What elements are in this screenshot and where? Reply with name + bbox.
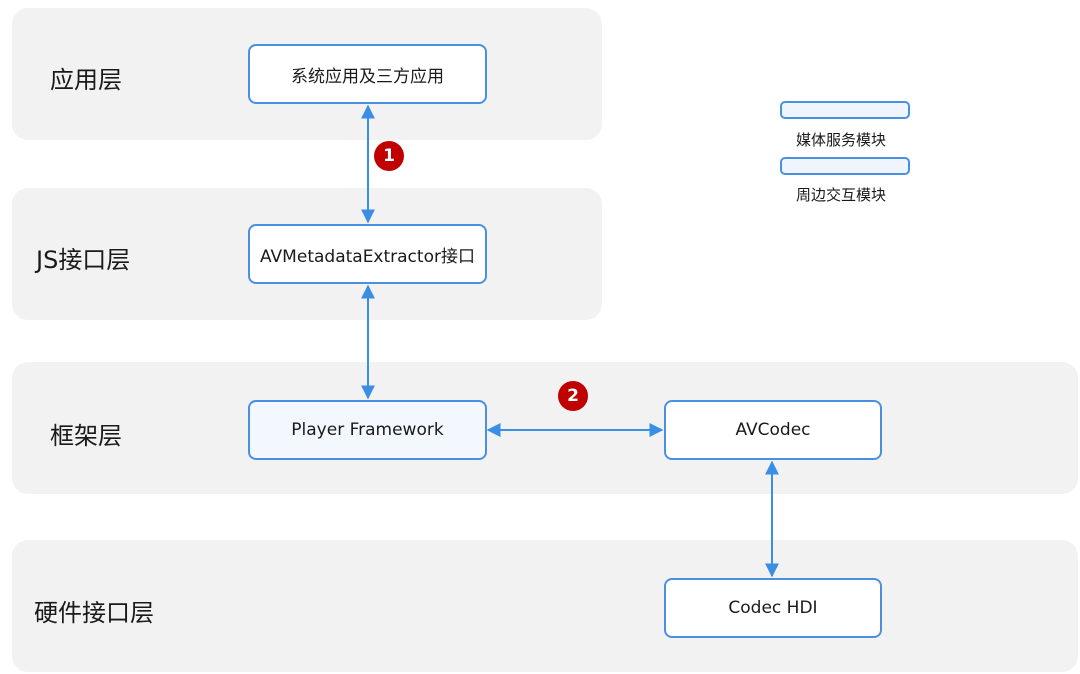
hardware-interface-layer-label: 硬件接口层 <box>34 599 154 627</box>
framework-layer-label: 框架层 <box>50 422 122 450</box>
avcodec-box: AVCodec <box>664 400 882 460</box>
legend-peripheral-swatch <box>780 157 910 175</box>
js-interface-layer-label: JS接口层 <box>36 246 131 274</box>
step-badge-1: 1 <box>374 141 404 171</box>
metadata-extractor-box: AVMetadataExtractor接口 <box>248 224 487 284</box>
legend-media-service-label: 媒体服务模块 <box>796 131 887 149</box>
player-framework-box: Player Framework <box>248 400 487 460</box>
legend-media-service-swatch <box>780 101 910 119</box>
hardware-interface-layer <box>12 540 1078 672</box>
step-badge-2: 2 <box>558 381 588 411</box>
legend-peripheral-label: 周边交互模块 <box>796 186 887 204</box>
codec-hdi-box: Codec HDI <box>664 578 882 638</box>
system-apps-box: 系统应用及三方应用 <box>248 44 487 104</box>
application-layer-label: 应用层 <box>50 66 122 94</box>
